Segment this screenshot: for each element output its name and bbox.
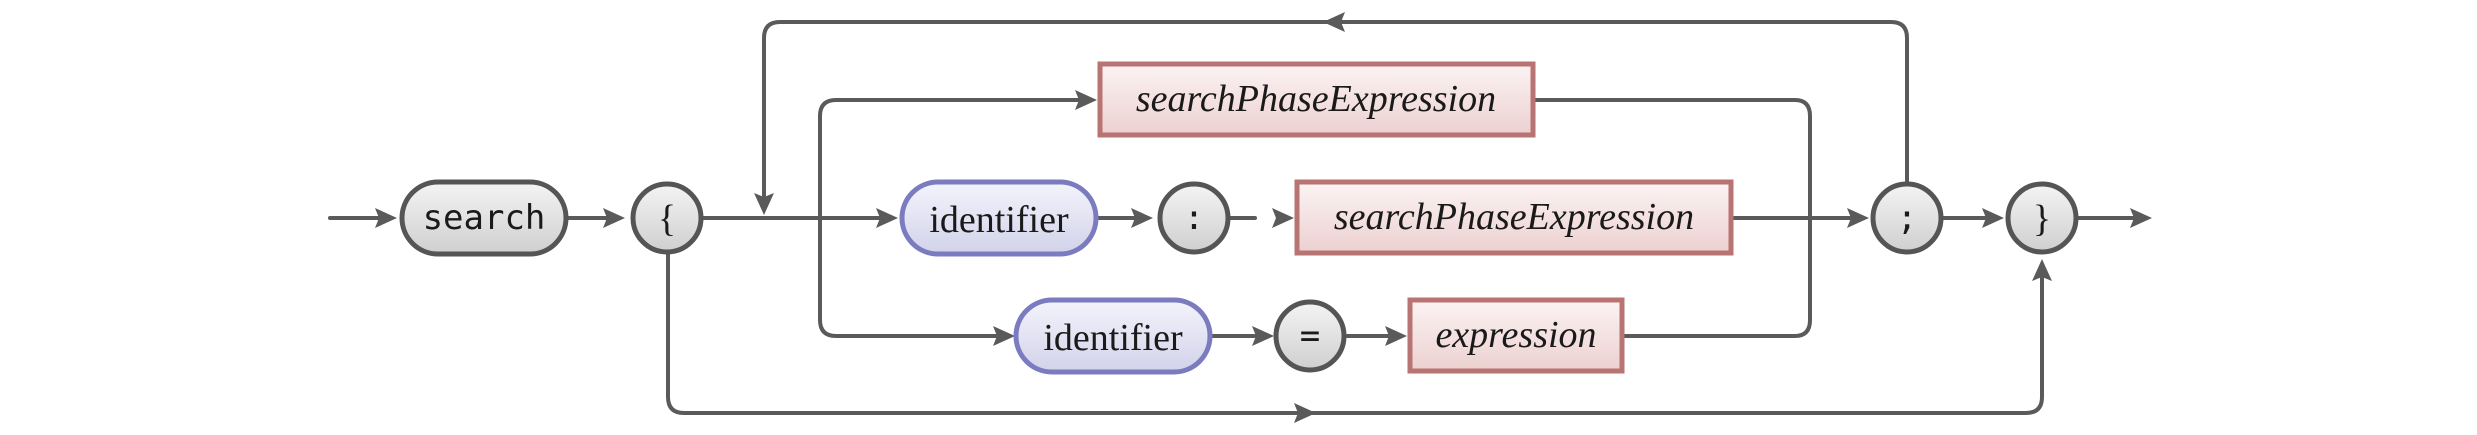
search-keyword: search bbox=[423, 198, 546, 238]
arrow-to-expression-middle bbox=[1272, 208, 1294, 228]
arrow-to-expression-bottom bbox=[1385, 326, 1407, 346]
arrow-to-identifier-bottom bbox=[993, 326, 1015, 346]
arrow-to-open-brace bbox=[603, 208, 625, 228]
terminal-open-brace: { bbox=[630, 181, 704, 255]
arrow-to-close-brace bbox=[1982, 208, 2004, 228]
open-brace-label: { bbox=[658, 198, 676, 240]
colon-label: : bbox=[1184, 198, 1204, 238]
nonterminal-bottom-expression: expression bbox=[1407, 297, 1625, 374]
arrow-to-equals bbox=[1252, 326, 1274, 346]
arrow-to-colon bbox=[1131, 208, 1153, 228]
identifier-bottom: identifier bbox=[1013, 297, 1213, 375]
arrow-to-expression-top bbox=[1075, 90, 1097, 110]
terminal-equals: = bbox=[1273, 299, 1347, 373]
nonterminal-middle-expression: searchPhaseExpression bbox=[1294, 179, 1734, 256]
terminal-colon: : bbox=[1157, 181, 1231, 255]
equals-label: = bbox=[1300, 316, 1320, 356]
identifier-middle-label: identifier bbox=[929, 199, 1069, 241]
arrow-to-semicolon bbox=[1847, 208, 1869, 228]
identifier-bottom-label: identifier bbox=[1043, 317, 1183, 359]
terminal-search: search bbox=[399, 179, 569, 257]
terminal-close-brace: } bbox=[2005, 181, 2079, 255]
identifier-middle: identifier bbox=[899, 179, 1099, 257]
top-expression-label: searchPhaseExpression bbox=[1136, 78, 1496, 120]
arrow-to-search bbox=[375, 208, 397, 228]
bottom-expression-label: expression bbox=[1435, 314, 1596, 356]
terminal-semicolon: ; bbox=[1870, 181, 1944, 255]
arrow-skip-mid bbox=[1294, 403, 1316, 423]
middle-expression-label: searchPhaseExpression bbox=[1334, 196, 1694, 238]
arrow-to-identifier-middle bbox=[876, 208, 898, 228]
arrow-loop-down bbox=[754, 193, 774, 215]
arrow-loop-back bbox=[1323, 12, 1345, 32]
close-brace-label: } bbox=[2033, 198, 2051, 240]
arrowheads bbox=[375, 12, 2152, 423]
semicolon-label: ; bbox=[1897, 198, 1917, 238]
arrow-exit bbox=[2130, 208, 2152, 228]
arrow-skip-up bbox=[2032, 259, 2052, 281]
nonterminal-top-expression: searchPhaseExpression bbox=[1097, 61, 1536, 138]
